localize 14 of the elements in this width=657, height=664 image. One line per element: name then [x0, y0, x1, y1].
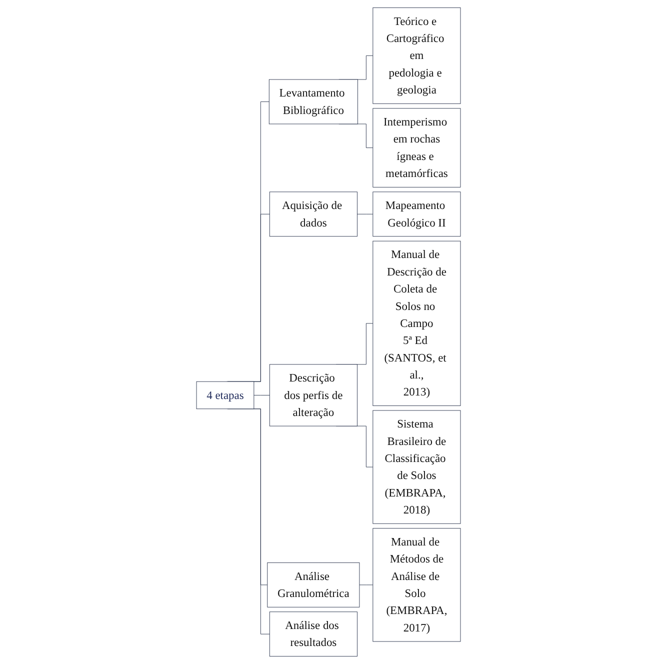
connector — [254, 395, 270, 396]
node-box: Análise Granulométrica — [267, 562, 360, 608]
node-box: Aquisição de dados — [269, 192, 358, 237]
node-box: 4 etapas — [196, 381, 254, 410]
node-box: Intemperismo em rochas ígneas e metamórficas — [372, 108, 461, 188]
node-box: Teórico e Cartográfico em pedologia e geologia — [372, 7, 461, 104]
node-box: Sistema Brasileiro de Classificação de Solos (EMBRAPA, 2018) — [372, 410, 461, 524]
node-box: Mapeamento Geológico II — [372, 192, 461, 237]
node-box: Análise dos resultados — [269, 612, 358, 657]
node-box: Manual de Métodos de Análise de Solo (EMBRAPA, 2017) — [372, 528, 461, 642]
node-box: Manual de Descrição de Coleta de Solos no Campo 5ª Ed (SANTOS, et al., 2013) — [372, 240, 461, 406]
node-box: Levantamento Bibliográfico — [268, 79, 358, 124]
node-box: Descrição dos perfis de alteração — [269, 364, 358, 426]
connector — [359, 584, 374, 586]
